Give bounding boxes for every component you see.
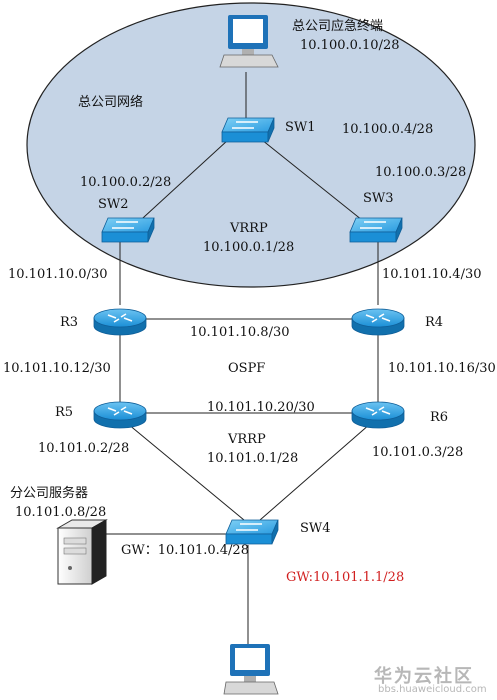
r5-router-icon: [93, 401, 147, 429]
ospf-label: OSPF: [228, 361, 266, 376]
r4-router-icon: [351, 308, 405, 336]
link-r5-r6-label: 10.101.10.20/30: [207, 400, 315, 415]
branch-server-ip: 10.101.0.8/28: [15, 505, 107, 520]
sw4-switch-icon: [225, 519, 279, 545]
links: [106, 72, 379, 645]
sw1-switch-icon: [221, 117, 275, 143]
gw-left-label: GW：10.101.0.4/28: [121, 543, 249, 558]
r6-router-icon: [351, 401, 405, 429]
r3-router-icon: [93, 308, 147, 336]
sw4-label: SW4: [300, 521, 331, 536]
r6-ip: 10.101.0.3/28: [372, 445, 464, 460]
link-r3-r5-label: 10.101.10.12/30: [3, 361, 111, 376]
sw2-ip: 10.100.0.2/28: [80, 175, 172, 190]
sw1-ip: 10.100.0.4/28: [342, 122, 434, 137]
hq-network-zone: [26, 2, 476, 288]
r5-label: R5: [55, 405, 74, 420]
hq-network-label: 总公司网络: [78, 95, 144, 110]
vrrp-bottom-ip: 10.101.0.1/28: [207, 451, 299, 466]
watermark-url: bbs.huaweicloud.com: [378, 684, 487, 695]
branch-server-title: 分公司服务器: [10, 486, 89, 501]
sw1-label: SW1: [285, 120, 316, 135]
sw3-switch-icon: [349, 217, 403, 243]
hq-terminal-icon: [219, 15, 279, 68]
branch-pc-icon: [223, 644, 279, 695]
link-sw1-sw2: [131, 139, 229, 229]
r5-ip: 10.101.0.2/28: [38, 441, 130, 456]
gw-red-label: GW:10.101.1.1/28: [286, 570, 405, 585]
sw3-label: SW3: [363, 191, 394, 206]
watermark-brand: 华为云社区: [374, 666, 474, 687]
sw2-label: SW2: [98, 197, 129, 212]
r6-label: R6: [430, 410, 449, 425]
link-r4-r6-label: 10.101.10.16/30: [388, 361, 496, 376]
vrrp-top-ip: 10.100.0.1/28: [203, 240, 295, 255]
link-r5-sw4: [127, 423, 245, 521]
hq-terminal-ip: 10.100.0.10/28: [300, 38, 400, 53]
link-sw2-r3-label: 10.101.10.0/30: [8, 267, 108, 282]
link-r6-sw4: [259, 423, 371, 521]
r4-label: R4: [425, 315, 444, 330]
r3-label: R3: [60, 315, 79, 330]
link-sw3-r4-label: 10.101.10.4/30: [382, 267, 482, 282]
sw3-ip: 10.100.0.3/28: [375, 165, 467, 180]
vrrp-top-label: VRRP: [230, 221, 268, 236]
hq-terminal-title: 总公司应急终端: [292, 19, 384, 34]
link-sw1-sw3: [261, 139, 373, 229]
sw2-switch-icon: [101, 217, 155, 243]
branch-server-icon: [56, 519, 108, 585]
vrrp-bottom-label: VRRP: [228, 432, 266, 447]
link-r3-r4-label: 10.101.10.8/30: [190, 325, 290, 340]
